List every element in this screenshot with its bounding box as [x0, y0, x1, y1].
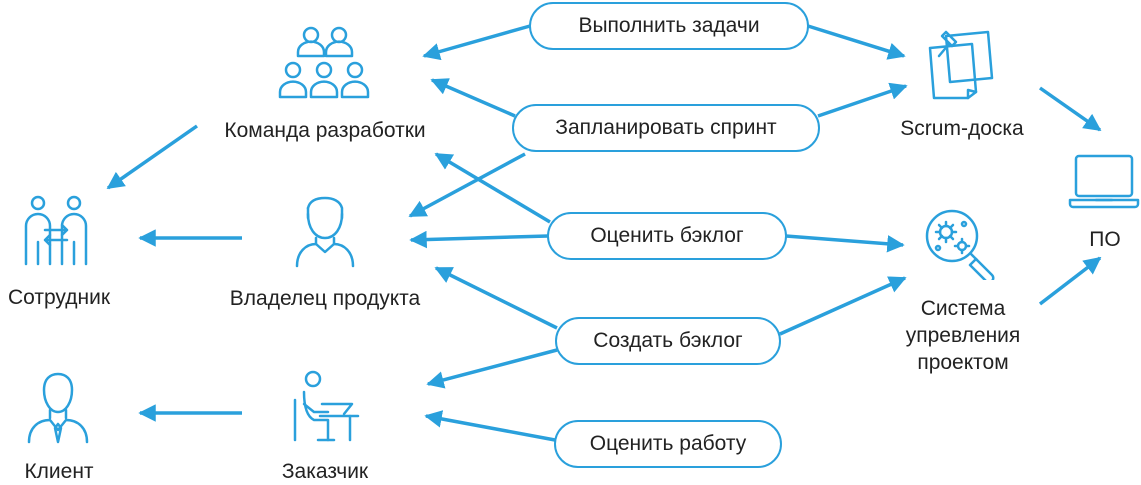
arrow-tasks-to-team	[422, 24, 531, 61]
employees-exchange-icon	[20, 194, 92, 266]
arrow-team-to-employee	[106, 124, 199, 190]
pms-label-line-1: Система	[920, 297, 1006, 320]
arrow-sprint-to-scrum-board	[817, 82, 908, 118]
action-do-tasks: Выполнить задачи	[529, 2, 809, 50]
arrow-pms-to-software	[1038, 256, 1102, 306]
scrum-board-label: Scrum-доска	[900, 117, 1024, 140]
software-label: ПО	[1089, 228, 1121, 251]
product-owner-label: Владелец продукта	[229, 287, 421, 310]
client-label: Клиент	[24, 460, 94, 483]
action-estimate-backlog: Оценить бэклог	[547, 212, 787, 260]
arrow-scrum-board-to-software	[1038, 86, 1102, 132]
arrow-backlog-estimate-to-team	[434, 152, 551, 224]
pms-label: Система упревления проектом	[906, 295, 1021, 376]
arrow-create-backlog-to-product-owner	[434, 266, 558, 330]
pms-label-line-3: проектом	[917, 351, 1009, 374]
action-create-backlog: Создать бэклог	[555, 317, 781, 365]
person-icon	[294, 196, 356, 268]
businessman-icon	[26, 372, 90, 444]
arrow-backlog-estimate-to-product-owner	[409, 230, 549, 249]
arrow-create-backlog-to-pms	[779, 276, 907, 336]
arrow-evaluate-work-to-customer	[424, 410, 556, 442]
employee-label: Сотрудник	[7, 286, 111, 309]
team-icon	[276, 26, 372, 100]
arrow-sprint-to-team	[430, 78, 516, 118]
arrow-tasks-to-scrum-board	[807, 24, 906, 60]
laptop-icon	[1068, 154, 1140, 210]
customer-label: Заказчик	[281, 460, 369, 483]
magnifier-gears-icon	[924, 208, 1000, 280]
arrow-create-backlog-to-customer	[426, 348, 558, 389]
sticky-notes-icon	[924, 26, 996, 100]
action-evaluate-work: Оценить работу	[554, 420, 782, 468]
arrow-backlog-estimate-to-pms	[785, 234, 905, 253]
arrow-sprint-to-product-owner	[408, 152, 526, 218]
team-label: Команда разработки	[224, 119, 426, 142]
pms-label-line-2: упревления	[905, 324, 1021, 347]
action-plan-sprint: Запланировать спринт	[512, 104, 820, 152]
person-at-desk-icon	[292, 370, 360, 442]
